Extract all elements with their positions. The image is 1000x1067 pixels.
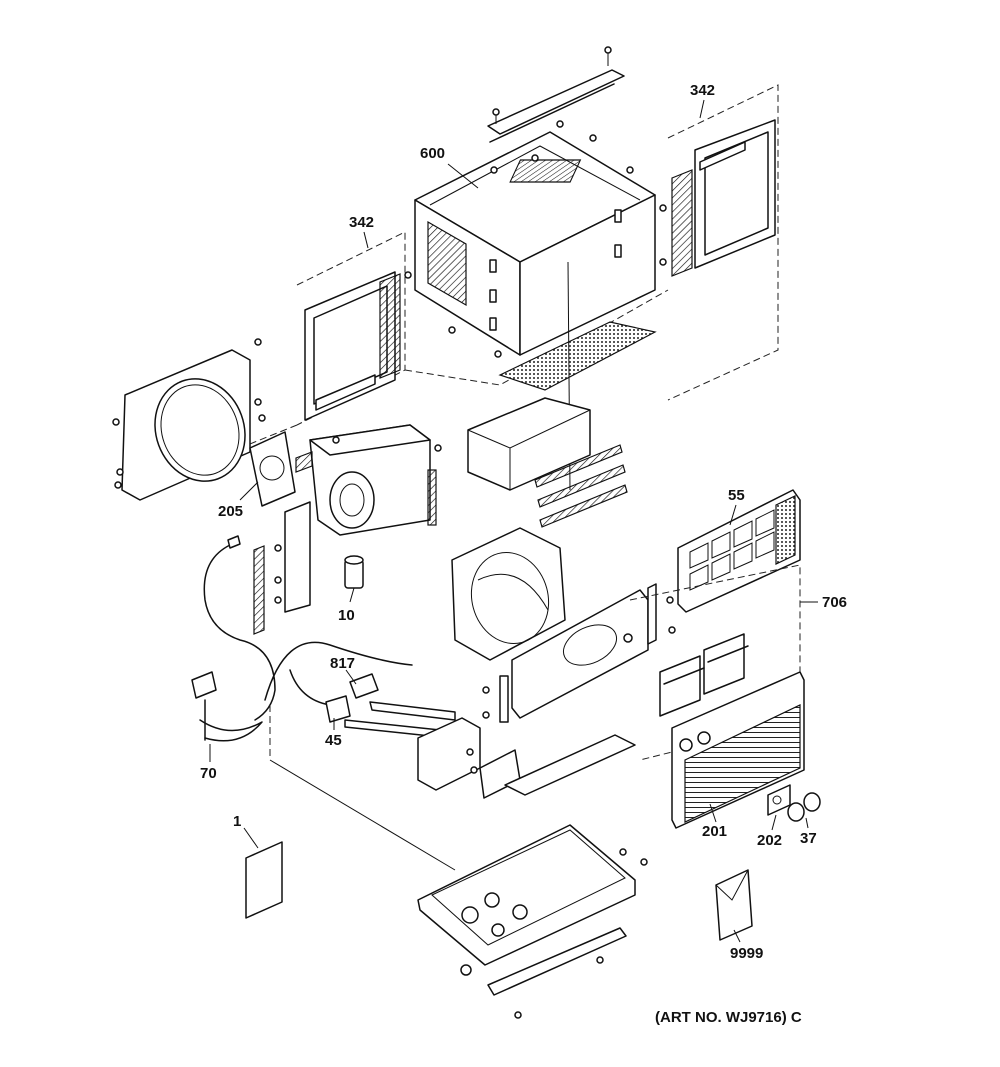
callout-201: 201 [702,823,727,840]
air-filter-55 [677,489,801,613]
callout-55: 55 [728,487,745,504]
switch-817 [349,673,456,721]
callout-9999: 9999 [730,945,763,962]
drain-pan [504,734,636,796]
art-number: (ART NO. WJ9716) C [655,1009,802,1026]
fan-orifice-panel [112,338,266,501]
window-panel-342-left [296,231,406,426]
callout-37: 37 [800,830,817,847]
callout-70: 70 [200,765,217,782]
capacitor-10 [253,501,364,635]
callout-600: 600 [420,145,445,162]
literature-9999 [715,869,753,941]
callout-205: 205 [218,503,243,520]
callout-labels: 600 342 342 205 55 706 10 817 45 70 1 20… [200,82,847,1026]
callout-342-left: 342 [349,214,374,231]
callout-1: 1 [233,813,241,830]
owner-manual-1 [245,841,283,919]
cabinet-600 [404,46,667,358]
front-grille-201 [671,671,821,829]
blower-scroll [451,527,566,661]
power-cord-70 [191,535,413,742]
thermostat-45 [325,695,441,738]
callout-202: 202 [757,832,782,849]
motor-mount-205 [249,424,442,536]
callout-10: 10 [338,607,355,624]
insulation-strip [498,321,657,391]
callout-45: 45 [325,732,342,749]
callout-817: 817 [330,655,355,672]
base-pan [417,824,648,1019]
callout-342-right: 342 [690,82,715,99]
leader-lines [209,99,818,943]
callout-706: 706 [822,594,847,611]
control-panel [482,583,676,723]
window-panel-342-right [667,84,779,401]
air-duct [467,397,628,528]
